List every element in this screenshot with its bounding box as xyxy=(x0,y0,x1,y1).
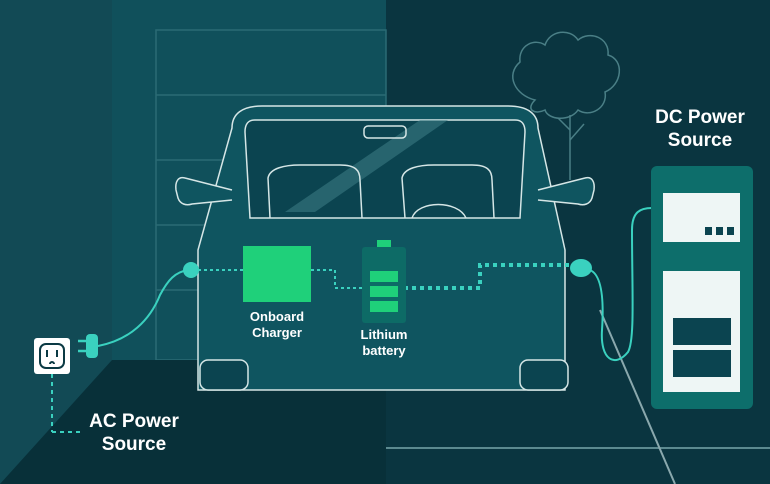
wheel-right xyxy=(519,359,569,391)
ac-charge-port xyxy=(183,262,199,278)
lithium-battery-label: Lithium battery xyxy=(344,327,424,359)
dc-cable xyxy=(589,207,653,362)
seat-right xyxy=(401,164,495,219)
ac-plug xyxy=(78,334,98,358)
parking-stripe xyxy=(599,309,676,484)
battery-label-line2: battery xyxy=(362,343,406,358)
dc-charge-port xyxy=(570,259,592,277)
garage-floor xyxy=(0,360,386,484)
onboard-charger-block xyxy=(243,246,311,302)
dc-charging-station xyxy=(651,166,753,409)
onboard-charger-label: Onboard Charger xyxy=(232,309,322,341)
battery-label-line1: Lithium xyxy=(360,327,408,342)
ac-cable xyxy=(97,269,189,347)
charger-to-battery-wire xyxy=(311,269,362,289)
ac-label-line2: Source xyxy=(101,434,167,455)
windshield xyxy=(244,119,526,219)
steering-wheel xyxy=(411,203,467,219)
windshield-glare xyxy=(285,120,448,212)
charger-label-line2: Charger xyxy=(252,325,302,340)
side-mirror-right xyxy=(537,176,595,206)
seat-left xyxy=(267,164,363,219)
ac-label-line1: AC Power xyxy=(89,411,179,432)
side-mirror-left xyxy=(175,176,233,206)
ac-outlet xyxy=(34,338,70,374)
tree-illustration xyxy=(512,31,620,180)
dc-label-line2: Source xyxy=(667,130,733,151)
rearview-mirror xyxy=(363,125,407,139)
wheel-left xyxy=(199,359,249,391)
dc-power-source-label: DC Power Source xyxy=(640,106,760,152)
charger-label-line1: Onboard xyxy=(249,309,305,324)
lithium-battery-icon xyxy=(362,240,406,323)
ac-power-source-label: AC Power Source xyxy=(78,410,190,456)
battery-to-dc-port-wire xyxy=(404,263,572,290)
dc-label-line1: DC Power xyxy=(655,107,745,128)
